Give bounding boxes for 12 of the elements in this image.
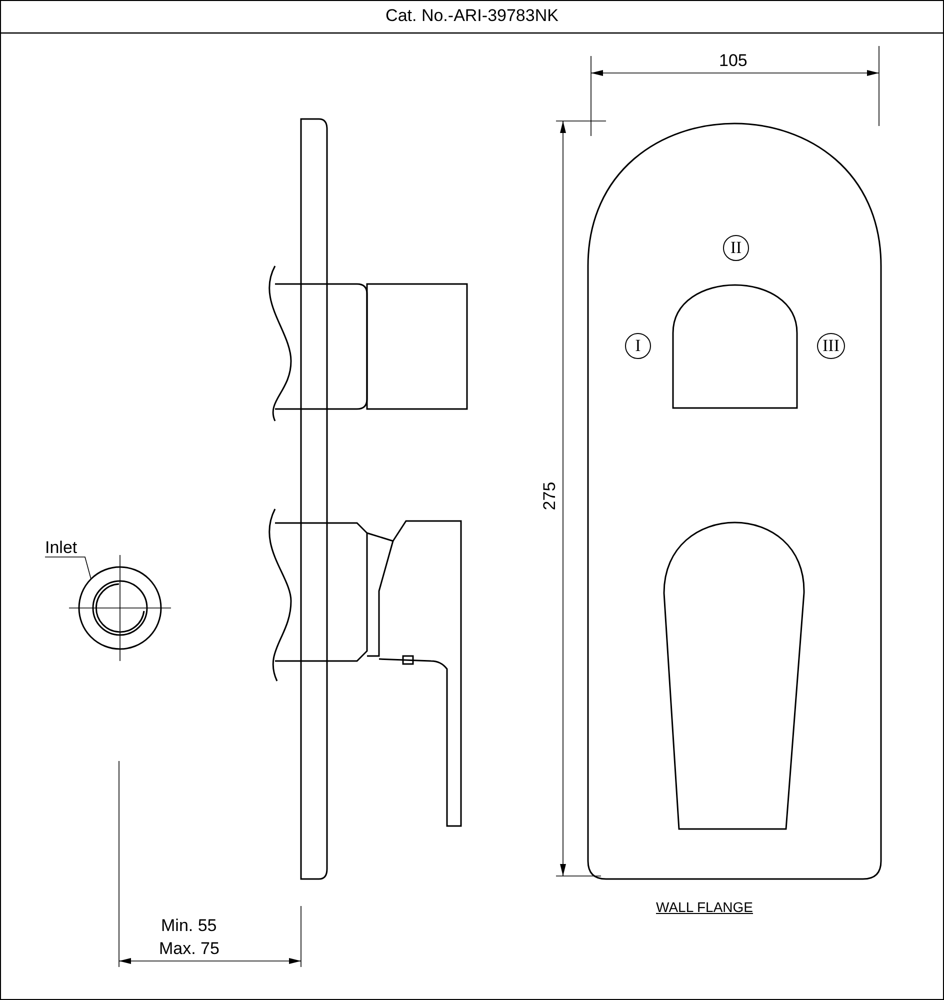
position-number: I (625, 333, 651, 359)
title: Cat. No.-ARI-39783NK (384, 6, 560, 26)
dimension-text: Min. 55 (161, 916, 217, 936)
position-number: III (817, 333, 845, 359)
callout-text: Inlet (45, 538, 78, 558)
view-caption: WALL FLANGE (656, 899, 753, 915)
dimension-text: 275 (540, 482, 560, 510)
dimension-text: 105 (719, 51, 748, 71)
dimension-text: Max. 75 (159, 939, 220, 959)
inlet-pipe-drawing (67, 553, 173, 663)
position-number: II (723, 235, 749, 261)
leader-line (44, 556, 92, 580)
